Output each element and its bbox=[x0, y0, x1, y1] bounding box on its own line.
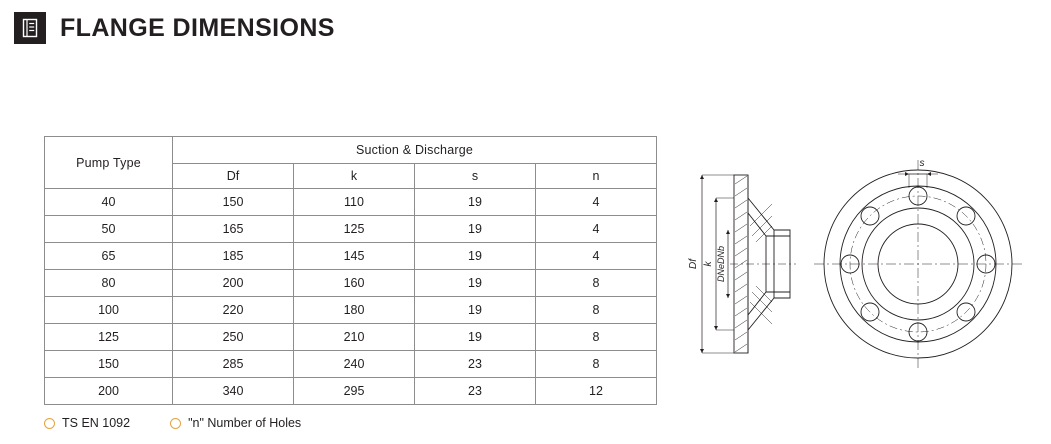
column-header-s: s bbox=[414, 163, 536, 189]
drawing-label-s: s bbox=[920, 158, 925, 169]
flange-dimensions-table: Pump Type Suction & Discharge Df k s n 4… bbox=[44, 136, 657, 405]
cell-df: 150 bbox=[172, 188, 294, 216]
column-header-pump-type: Pump Type bbox=[44, 136, 173, 189]
legend-label-standard: TS EN 1092 bbox=[62, 416, 131, 430]
table-row: 150 285 240 23 8 bbox=[44, 350, 657, 378]
legend-item-standard: TS EN 1092 bbox=[44, 416, 130, 430]
page-header: FLANGE DIMENSIONS bbox=[14, 12, 335, 44]
cell-k: 160 bbox=[293, 269, 415, 297]
cell-k: 240 bbox=[293, 350, 415, 378]
cell-n: 4 bbox=[535, 188, 657, 216]
table-row: 50 165 125 19 4 bbox=[44, 215, 657, 243]
cell-n: 4 bbox=[535, 242, 657, 270]
document-list-icon bbox=[14, 12, 46, 44]
legend: TS EN 1092 "n" Number of Holes bbox=[44, 416, 301, 430]
table-header-row: Pump Type Suction & Discharge bbox=[44, 136, 657, 189]
cell-s: 19 bbox=[414, 323, 536, 351]
cell-pump-type: 40 bbox=[44, 188, 173, 216]
table-row: 100 220 180 19 8 bbox=[44, 296, 657, 324]
legend-item-holes: "n" Number of Holes bbox=[170, 416, 301, 430]
cell-df: 220 bbox=[172, 296, 294, 324]
drawing-label-df: Df bbox=[688, 258, 699, 269]
cell-k: 145 bbox=[293, 242, 415, 270]
cell-pump-type: 50 bbox=[44, 215, 173, 243]
column-header-df: Df bbox=[172, 163, 294, 189]
column-header-k: k bbox=[293, 163, 415, 189]
column-header-n: n bbox=[535, 163, 657, 189]
cell-n: 12 bbox=[535, 377, 657, 405]
cell-k: 210 bbox=[293, 323, 415, 351]
cell-s: 19 bbox=[414, 242, 536, 270]
cell-df: 185 bbox=[172, 242, 294, 270]
cell-pump-type: 65 bbox=[44, 242, 173, 270]
cell-pump-type: 100 bbox=[44, 296, 173, 324]
cell-pump-type: 200 bbox=[44, 377, 173, 405]
cell-k: 180 bbox=[293, 296, 415, 324]
cell-k: 110 bbox=[293, 188, 415, 216]
cell-n: 8 bbox=[535, 323, 657, 351]
cell-df: 200 bbox=[172, 269, 294, 297]
cell-k: 125 bbox=[293, 215, 415, 243]
cell-n: 8 bbox=[535, 269, 657, 297]
cell-s: 19 bbox=[414, 269, 536, 297]
cell-df: 285 bbox=[172, 350, 294, 378]
drawing-label-k: k bbox=[703, 261, 714, 267]
cell-s: 19 bbox=[414, 188, 536, 216]
table-subheader-row: Df k s n bbox=[45, 163, 657, 189]
cell-n: 4 bbox=[535, 215, 657, 243]
cell-df: 340 bbox=[172, 377, 294, 405]
column-group-header-suction-discharge: Suction & Discharge bbox=[172, 136, 657, 164]
legend-label-holes: "n" Number of Holes bbox=[188, 416, 302, 430]
cell-k: 295 bbox=[293, 377, 415, 405]
flange-technical-drawing: Df k DNeDNb s bbox=[686, 138, 1036, 388]
cell-df: 250 bbox=[172, 323, 294, 351]
cell-s: 23 bbox=[414, 377, 536, 405]
circle-outline-icon bbox=[170, 417, 182, 429]
cell-df: 165 bbox=[172, 215, 294, 243]
cell-s: 19 bbox=[414, 296, 536, 324]
cell-pump-type: 80 bbox=[44, 269, 173, 297]
table-row: 40 150 110 19 4 bbox=[44, 188, 657, 216]
table-row: 200 340 295 23 12 bbox=[44, 377, 657, 405]
table-row: 65 185 145 19 4 bbox=[44, 242, 657, 270]
cell-n: 8 bbox=[535, 296, 657, 324]
cell-s: 19 bbox=[414, 215, 536, 243]
drawing-label-dn: DNeDNb bbox=[716, 246, 726, 282]
table-row: 80 200 160 19 8 bbox=[44, 269, 657, 297]
cell-s: 23 bbox=[414, 350, 536, 378]
cell-pump-type: 125 bbox=[44, 323, 173, 351]
page-title: FLANGE DIMENSIONS bbox=[60, 13, 335, 42]
circle-outline-icon bbox=[44, 417, 55, 429]
cell-pump-type: 150 bbox=[44, 350, 173, 378]
table-row: 125 250 210 19 8 bbox=[44, 323, 657, 351]
cell-n: 8 bbox=[535, 350, 657, 378]
